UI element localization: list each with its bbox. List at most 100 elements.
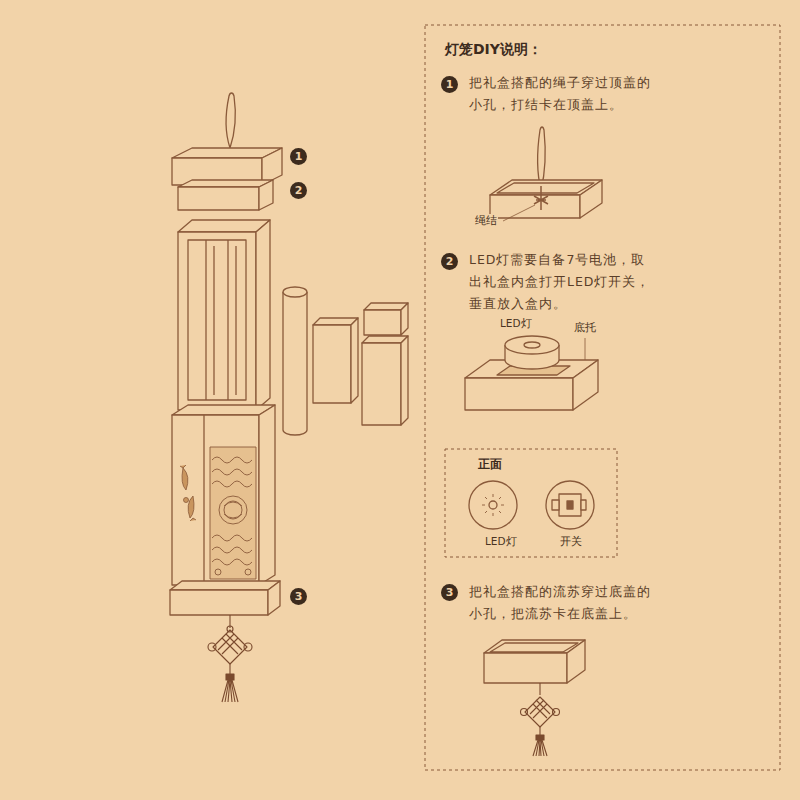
bottom-cap <box>170 581 280 590</box>
base-tray <box>505 336 559 354</box>
bottom-cap <box>268 581 280 615</box>
chinese-knot <box>244 643 252 651</box>
step-number: 1 <box>441 76 458 93</box>
top-cap-detail <box>490 195 580 218</box>
fish-motif <box>182 468 188 490</box>
fish-motif <box>184 498 189 503</box>
inner-parts <box>351 318 358 403</box>
base-tray <box>465 378 573 410</box>
inner-plate <box>178 180 273 187</box>
lantern-body <box>172 415 259 585</box>
tassel-detail <box>521 709 528 716</box>
inner-parts <box>313 325 351 403</box>
instruction-panel <box>425 25 780 770</box>
tassel-detail <box>533 740 547 756</box>
led-front-view <box>489 501 497 509</box>
panel-title: 灯笼DIY说明： <box>445 41 542 59</box>
chinese-knot <box>213 630 247 664</box>
fish-motif <box>180 465 196 521</box>
carved-panel <box>224 501 242 519</box>
inner-parts <box>362 343 401 425</box>
chinese-knot <box>226 674 234 680</box>
top-cap-detail <box>503 205 535 221</box>
tassel-detail <box>539 727 540 735</box>
inner-frame <box>213 246 214 395</box>
bottom-cap <box>170 590 268 615</box>
led-front-view <box>559 494 581 516</box>
inner-parts <box>283 292 307 435</box>
bottom-cap <box>170 581 280 615</box>
inner-plate <box>178 187 259 210</box>
carved-panel <box>212 535 252 541</box>
part-label: 底托 <box>573 321 597 335</box>
lantern-body <box>172 405 275 585</box>
chinese-knot <box>208 643 216 651</box>
top-cap-detail <box>534 186 548 210</box>
step-text: 把礼盒搭配的流苏穿过底盖的小孔，把流苏卡在底盖上。 <box>469 581 657 625</box>
bottom-cap-detail <box>484 653 567 683</box>
callout-number: 1 <box>290 148 307 165</box>
base-tray <box>524 342 540 348</box>
part-label: 开关 <box>559 535 583 549</box>
base-tray <box>465 336 598 410</box>
callout-number: 3 <box>290 588 307 605</box>
inner-frame <box>205 240 206 400</box>
inner-parts <box>283 287 307 297</box>
fish-motif <box>180 465 186 468</box>
tassel-detail <box>530 700 550 718</box>
carved-panel <box>245 569 251 575</box>
inner-frame <box>227 240 228 400</box>
carved-panel <box>212 469 252 475</box>
step-text: 把礼盒搭配的绳子穿过顶盖的小孔，打结卡在顶盖上。 <box>469 72 657 116</box>
step-number: 3 <box>441 584 458 601</box>
step-number: 2 <box>441 253 458 270</box>
inner-frame <box>188 240 246 400</box>
instruction-panel <box>425 25 780 770</box>
led-front-view <box>552 500 559 510</box>
led-front-view <box>469 481 517 529</box>
chinese-knot <box>218 634 242 654</box>
tassel-detail <box>539 683 540 695</box>
top-cap <box>226 93 235 148</box>
inner-parts <box>362 336 408 343</box>
chinese-knot <box>208 615 252 702</box>
step-text: LED灯需要自备7号电池，取出礼盒内盒打开LED灯开关，垂直放入盒内。 <box>469 249 657 315</box>
led-front-view <box>469 481 594 529</box>
callout-number: 2 <box>290 182 307 199</box>
part-label: LED灯 <box>484 535 518 549</box>
carved-panel <box>212 457 252 463</box>
top-cap <box>172 93 282 185</box>
base-tray <box>585 338 586 360</box>
instruction-panel <box>445 449 617 557</box>
inner-frame <box>178 220 270 410</box>
bottom-cap-detail <box>567 640 585 683</box>
inner-plate <box>178 180 273 210</box>
view-label: 正面 <box>478 457 502 472</box>
inner-parts <box>364 310 401 335</box>
lantern-body <box>172 405 275 415</box>
led-front-view <box>581 500 586 510</box>
tassel-detail <box>525 697 555 727</box>
lantern-body <box>203 415 204 585</box>
inner-frame <box>178 232 256 410</box>
carved-panel <box>210 447 256 579</box>
fish-motif <box>188 496 194 518</box>
inner-parts <box>401 303 408 335</box>
carved-panel <box>224 502 242 518</box>
top-cap-detail <box>580 180 602 218</box>
top-cap-detail <box>497 183 594 193</box>
carved-panel <box>215 569 221 575</box>
inner-frame <box>256 220 270 410</box>
lantern-body <box>259 405 275 585</box>
fish-motif <box>190 518 196 521</box>
part-label: 绳结 <box>474 214 498 228</box>
base-tray <box>573 360 598 410</box>
chinese-knot <box>229 664 230 674</box>
inner-frame <box>178 220 270 232</box>
bottom-cap-detail <box>490 643 578 652</box>
inner-parts <box>283 287 408 435</box>
carved-panel <box>212 559 252 565</box>
led-front-view <box>567 501 573 509</box>
